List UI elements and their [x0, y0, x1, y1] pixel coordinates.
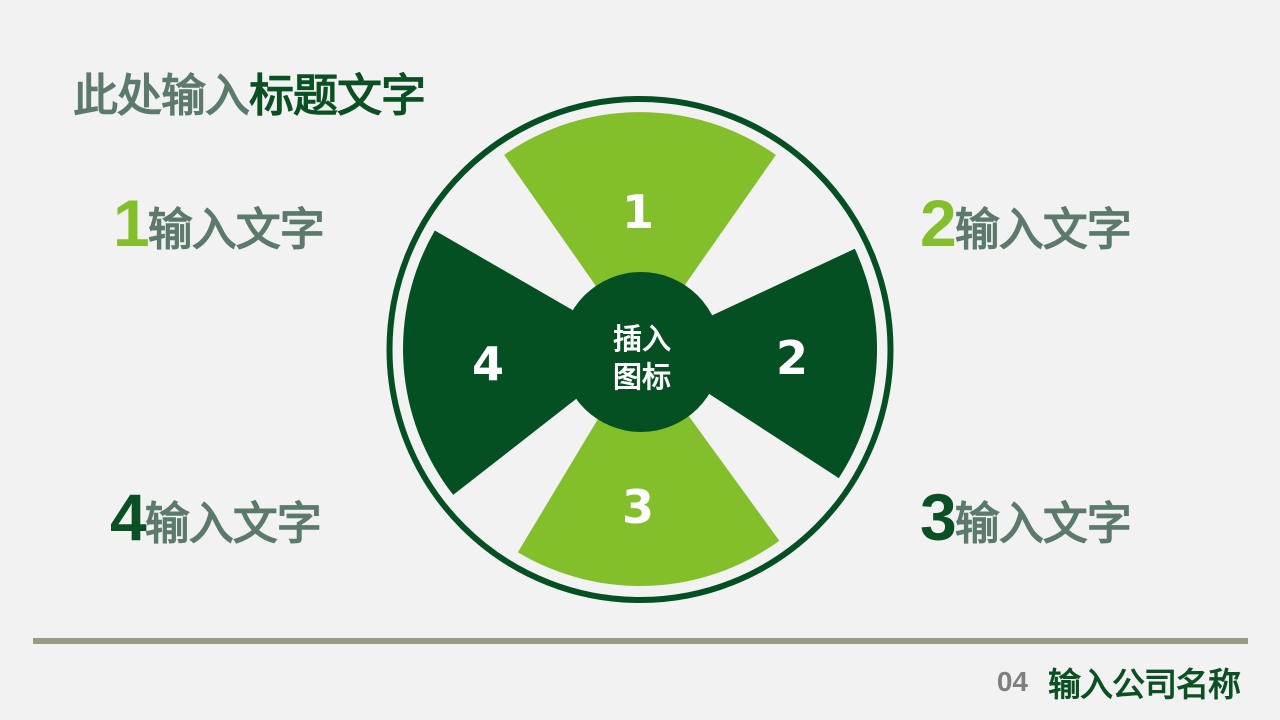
segment-1-number: 1 [622, 185, 654, 239]
center-hub [561, 272, 721, 432]
segment-4 [403, 230, 640, 495]
segment-3-number: 3 [622, 480, 654, 534]
label-2-text: 输入文字 [954, 203, 1132, 256]
slide-title-part1: 此处输入 [73, 69, 250, 122]
page-number: 04 [996, 666, 1028, 697]
label-3-number: 3 [920, 480, 957, 554]
footer: 04 输入公司名称 [996, 658, 1241, 706]
label-1-number: 1 [113, 186, 150, 260]
segment-4-number: 4 [472, 337, 504, 391]
segment-1 [504, 112, 776, 349]
footer-divider [33, 638, 1248, 644]
label-4-text: 输入文字 [144, 497, 322, 550]
slide-title: 此处输入标题文字 [73, 68, 426, 124]
label-1-text: 输入文字 [147, 203, 325, 256]
label-4-number: 4 [110, 480, 147, 554]
segment-2-number: 2 [776, 331, 808, 385]
label-1: 1 输入文字 [113, 186, 325, 260]
outer-ring [386, 96, 894, 603]
label-3-text: 输入文字 [954, 497, 1132, 550]
center-icon-placeholder-line2: 图标 [613, 360, 671, 394]
slide-title-part2: 标题文字 [249, 69, 426, 122]
label-3: 3 输入文字 [920, 480, 1132, 554]
label-2-number: 2 [920, 186, 957, 260]
label-4: 4 输入文字 [110, 480, 322, 554]
center-icon-placeholder-line1: 插入 [613, 322, 671, 356]
company-name: 输入公司名称 [1048, 665, 1241, 704]
segment-2 [640, 248, 878, 479]
segment-3 [517, 349, 780, 587]
label-2: 2 输入文字 [920, 186, 1132, 260]
